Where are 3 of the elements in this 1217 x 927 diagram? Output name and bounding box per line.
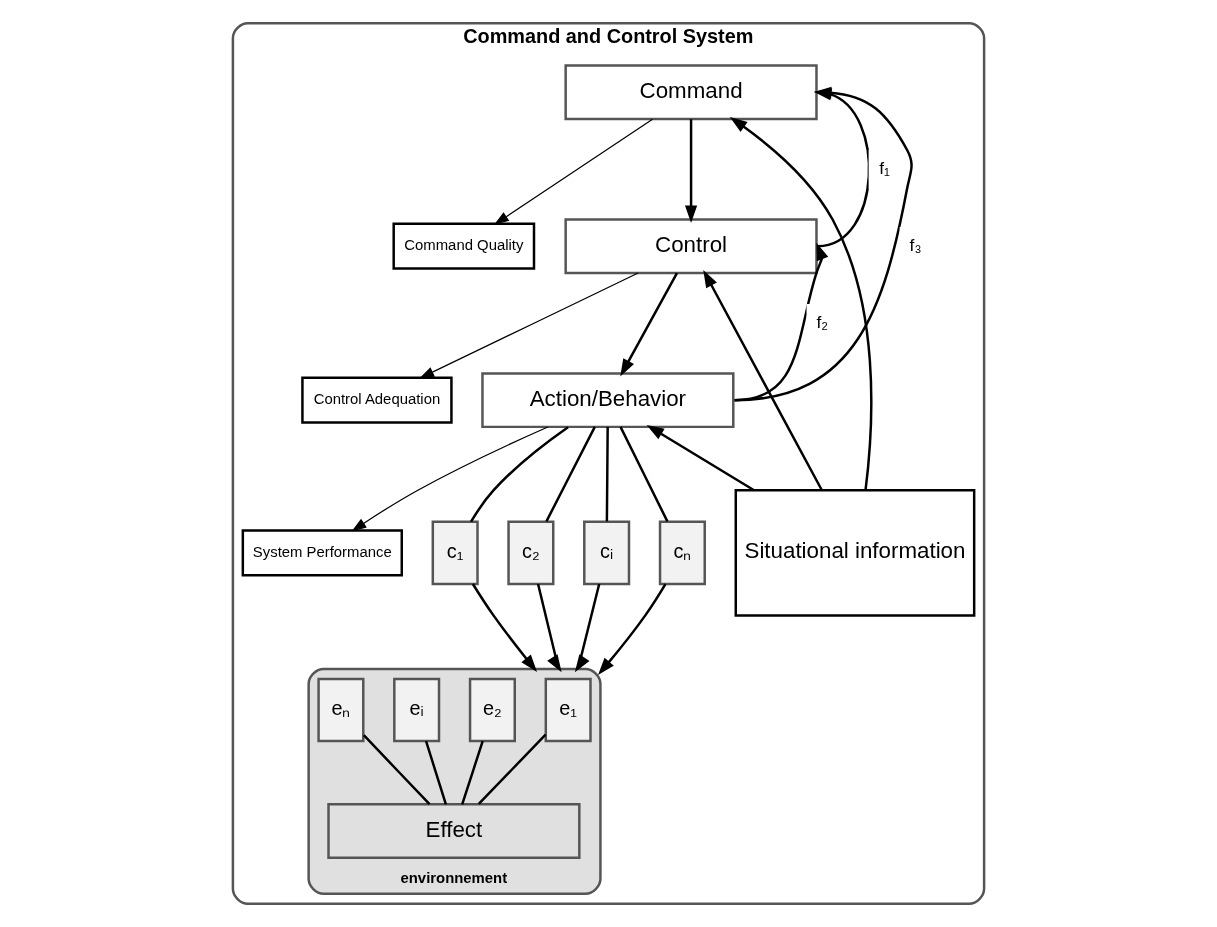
edge-label: f₂ [816,312,829,333]
edge-label: f₁ [879,158,890,179]
edge-label: f₃ [909,235,922,256]
